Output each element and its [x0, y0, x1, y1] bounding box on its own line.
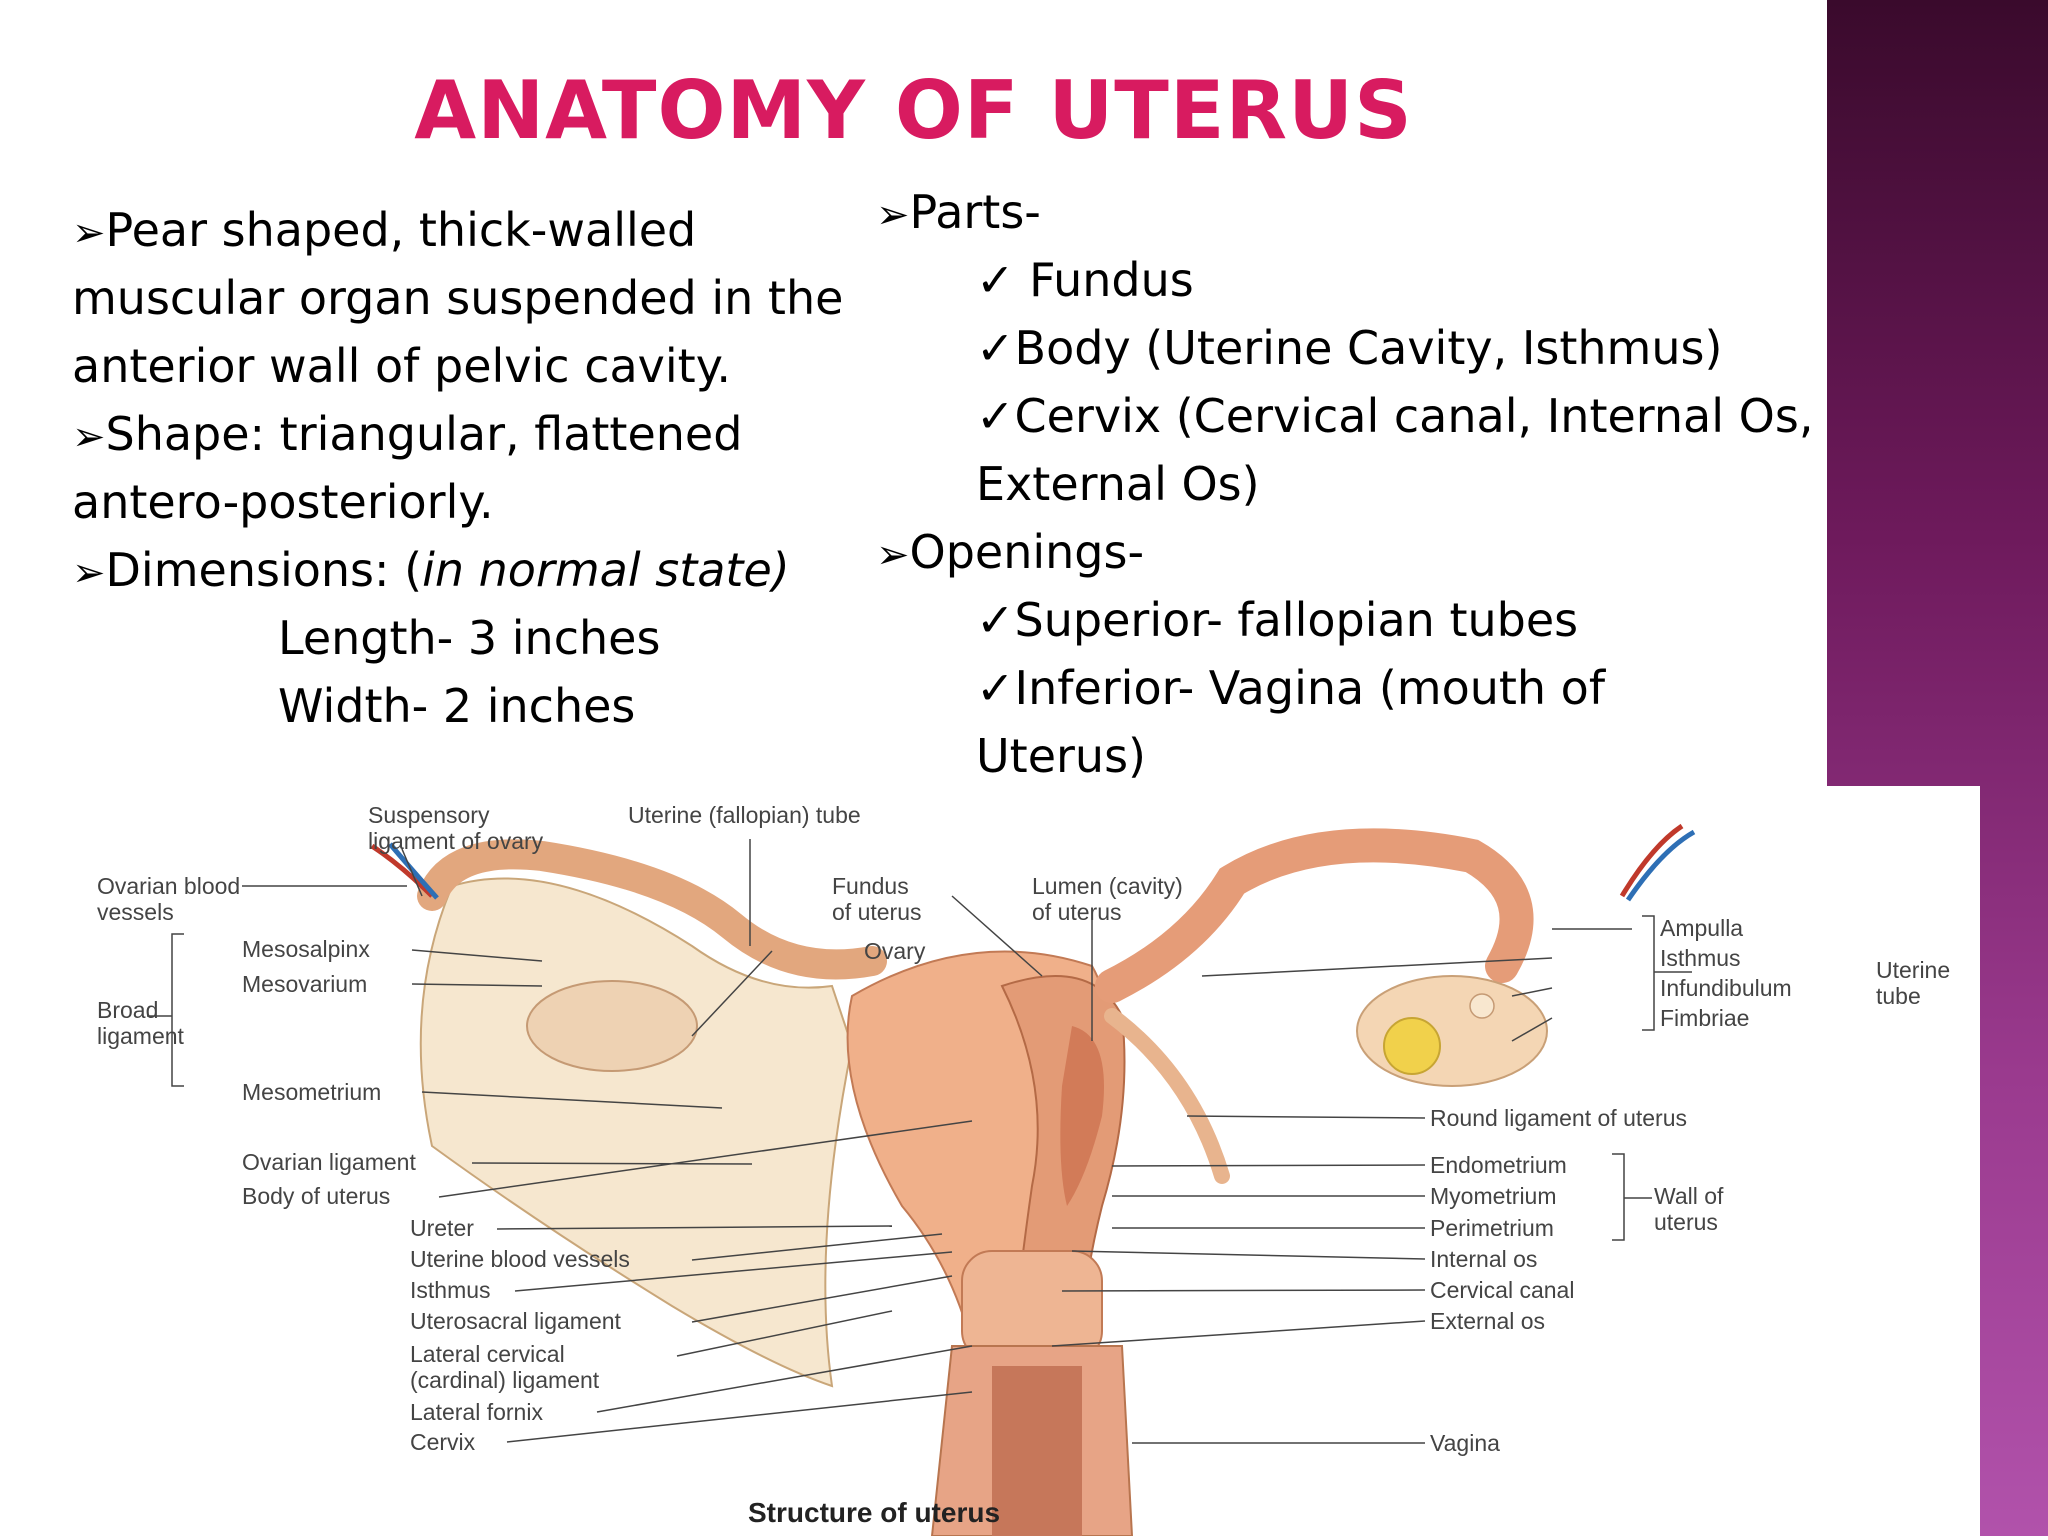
part-item-fundus: ✓ Fundus — [976, 253, 1194, 307]
opening-item-inferior: ✓Inferior- Vagina (mouth of — [976, 661, 1606, 715]
label-suspensory-1: Suspensory — [368, 802, 490, 828]
arrow-bullet-icon: ➢ — [876, 532, 910, 578]
label-lumen-1: Lumen (cavity) — [1032, 873, 1183, 899]
label-lumen-2: of uterus — [1032, 899, 1122, 925]
label-isthmus-right: Isthmus — [1660, 945, 1741, 971]
arrow-bullet-icon: ➢ — [72, 550, 106, 596]
label-suspensory-2: ligament of ovary — [368, 828, 544, 854]
check-icon: ✓ — [976, 389, 1015, 443]
check-icon: ✓ — [976, 661, 1015, 715]
parts-heading: ➢Parts- — [876, 185, 1041, 239]
bullet-shape: ➢Shape: triangular, flattened — [72, 407, 743, 461]
arrow-bullet-icon: ➢ — [72, 414, 106, 460]
label-uterine-tube-top: Uterine (fallopian) tube — [628, 802, 861, 828]
check-icon: ✓ — [976, 593, 1015, 647]
openings-heading: ➢Openings- — [876, 525, 1145, 579]
label-endometrium: Endometrium — [1430, 1152, 1567, 1178]
check-icon: ✓ — [976, 253, 1015, 307]
label-wall-1: Wall of — [1654, 1183, 1724, 1209]
bullet-shape-desc: ➢Pear shaped, thick-walled — [72, 203, 697, 257]
label-lateral-cervical-2: (cardinal) ligament — [410, 1367, 600, 1393]
label-external-os: External os — [1430, 1308, 1545, 1334]
label-internal-os: Internal os — [1430, 1246, 1537, 1272]
label-mesometrium: Mesometrium — [242, 1079, 381, 1105]
label-mesosalpinx: Mesosalpinx — [242, 936, 370, 962]
uterus-diagram: Suspensory ligament of ovary Uterine (fa… — [72, 786, 1980, 1537]
slide-title: ANATOMY OF UTERUS — [414, 64, 1413, 157]
arrow-bullet-icon: ➢ — [876, 192, 910, 238]
label-cervix: Cervix — [410, 1429, 476, 1455]
label-infundibulum: Infundibulum — [1660, 975, 1792, 1001]
label-broad-2: ligament — [97, 1023, 185, 1049]
label-wall-2: uterus — [1654, 1209, 1718, 1235]
opening-item-inferior-cont: Uterus) — [976, 729, 1146, 783]
label-perimetrium: Perimetrium — [1430, 1215, 1554, 1241]
part-item-cervix-cont: External Os) — [976, 457, 1260, 511]
label-uterine-tube-1: Uterine — [1876, 957, 1950, 983]
part-item-body: ✓Body (Uterine Cavity, Isthmus) — [976, 321, 1723, 375]
label-ovary: Ovary — [864, 938, 926, 964]
label-uterosacral: Uterosacral ligament — [410, 1308, 622, 1334]
bullet-shape-desc-line2: muscular organ suspended in the — [72, 271, 844, 325]
label-myometrium: Myometrium — [1430, 1183, 1557, 1209]
uterus-illustration: Suspensory ligament of ovary Uterine (fa… — [97, 802, 1950, 1537]
part-item-cervix: ✓Cervix (Cervical canal, Internal Os, — [976, 389, 1814, 443]
dimension-width: Width- 2 inches — [278, 679, 636, 733]
label-body-of-uterus: Body of uterus — [242, 1183, 390, 1209]
opening-item-superior: ✓Superior- fallopian tubes — [976, 593, 1579, 647]
arrow-bullet-icon: ➢ — [72, 210, 106, 256]
label-round-ligament: Round ligament of uterus — [1430, 1105, 1687, 1131]
label-ovarian-ligament: Ovarian ligament — [242, 1149, 416, 1175]
label-uterine-vessels: Uterine blood vessels — [410, 1246, 630, 1272]
bullet-shape-line2: antero-posteriorly. — [72, 475, 494, 529]
label-cervical-canal: Cervical canal — [1430, 1277, 1574, 1303]
label-ureter: Ureter — [410, 1215, 474, 1241]
bullet-shape-desc-line3: anterior wall of pelvic cavity. — [72, 339, 732, 393]
label-fundus-2: of uterus — [832, 899, 922, 925]
dimension-length: Length- 3 inches — [278, 611, 661, 665]
label-ampulla: Ampulla — [1660, 915, 1743, 941]
label-lateral-cervical-1: Lateral cervical — [410, 1341, 565, 1367]
label-fundus-1: Fundus — [832, 873, 909, 899]
check-icon: ✓ — [976, 321, 1015, 375]
label-isthmus-left: Isthmus — [410, 1277, 491, 1303]
label-ovarian-vessels-1: Ovarian blood — [97, 873, 240, 899]
label-uterine-tube-2: tube — [1876, 983, 1921, 1009]
bullet-dimensions: ➢Dimensions: (in normal state) — [72, 543, 790, 597]
label-fimbriae: Fimbriae — [1660, 1005, 1749, 1031]
label-vagina: Vagina — [1430, 1430, 1500, 1456]
label-mesovarium: Mesovarium — [242, 971, 367, 997]
diagram-caption: Structure of uterus — [748, 1497, 1000, 1528]
label-lateral-fornix: Lateral fornix — [410, 1399, 543, 1425]
label-broad-1: Broad — [97, 997, 158, 1023]
label-ovarian-vessels-2: vessels — [97, 899, 174, 925]
